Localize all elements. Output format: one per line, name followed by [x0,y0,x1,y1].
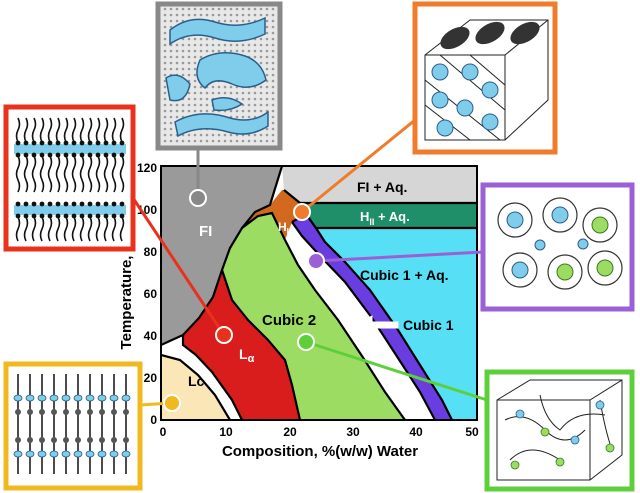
y-tick-120: 120 [137,161,157,175]
phase-diagram: FI FI + Aq. HII + Aq. HII Cubic 1 + Aq. … [118,161,479,460]
label-fi-aq: FI + Aq. [357,179,407,195]
y-axis-label: Temperature, °C [118,234,135,349]
inset-fi-structure [155,1,283,151]
x-tick-10: 10 [219,425,233,439]
y-tick-40: 40 [144,329,158,343]
y-tick-20: 20 [144,371,158,385]
phase-boundaries [161,166,477,420]
label-lc: Lc [188,373,205,389]
connector-red [131,197,226,336]
dot-cubic1 [307,252,325,270]
inset-lc-structure [3,361,143,491]
inset-hii-structure [412,1,558,155]
label-hii: HII [278,220,291,236]
dot-cubic2 [297,333,315,351]
plot-frame [160,165,478,421]
dot-lc [163,394,181,412]
x-tick-20: 20 [283,425,297,439]
x-axis: 0 10 20 30 40 50 [160,425,479,439]
connector-green [305,340,488,402]
region-fi-aq [282,166,477,203]
region-cubic2 [222,213,405,420]
connector-purple [315,250,484,263]
y-tick-0: 0 [150,413,157,427]
dot-fi [189,189,207,207]
label-cubic1-aq: Cubic 1 + Aq. [360,267,449,283]
label-hii-aq: HII + Aq. [360,209,410,227]
marker-dots [163,189,325,412]
connectors [131,118,488,407]
inset-la-structure [3,104,136,252]
y-tick-60: 60 [144,287,158,301]
cubic1-arrow [354,315,399,335]
y-axis: 0 20 40 60 80 100 120 [137,161,157,427]
region-fi [161,166,282,345]
region-hii-aq [300,203,477,228]
dot-hii [293,203,311,221]
y-tick-80: 80 [144,245,158,259]
connector-orange [301,118,416,214]
x-tick-50: 50 [465,425,479,439]
x-tick-40: 40 [409,425,423,439]
inset-cubic1-structure [480,182,635,312]
label-cubic1: Cubic 1 [403,317,454,333]
dot-la [215,326,233,344]
x-axis-label: Composition, %(w/w) Water [222,443,418,460]
inset-cubic2-structure [484,369,635,492]
x-tick-30: 30 [346,425,360,439]
label-cubic2: Cubic 2 [262,312,316,329]
label-la: Lα [239,346,255,365]
x-tick-0: 0 [160,425,167,439]
label-fi: FI [199,223,212,240]
la-bilayers [14,117,126,242]
region-la [183,270,300,420]
